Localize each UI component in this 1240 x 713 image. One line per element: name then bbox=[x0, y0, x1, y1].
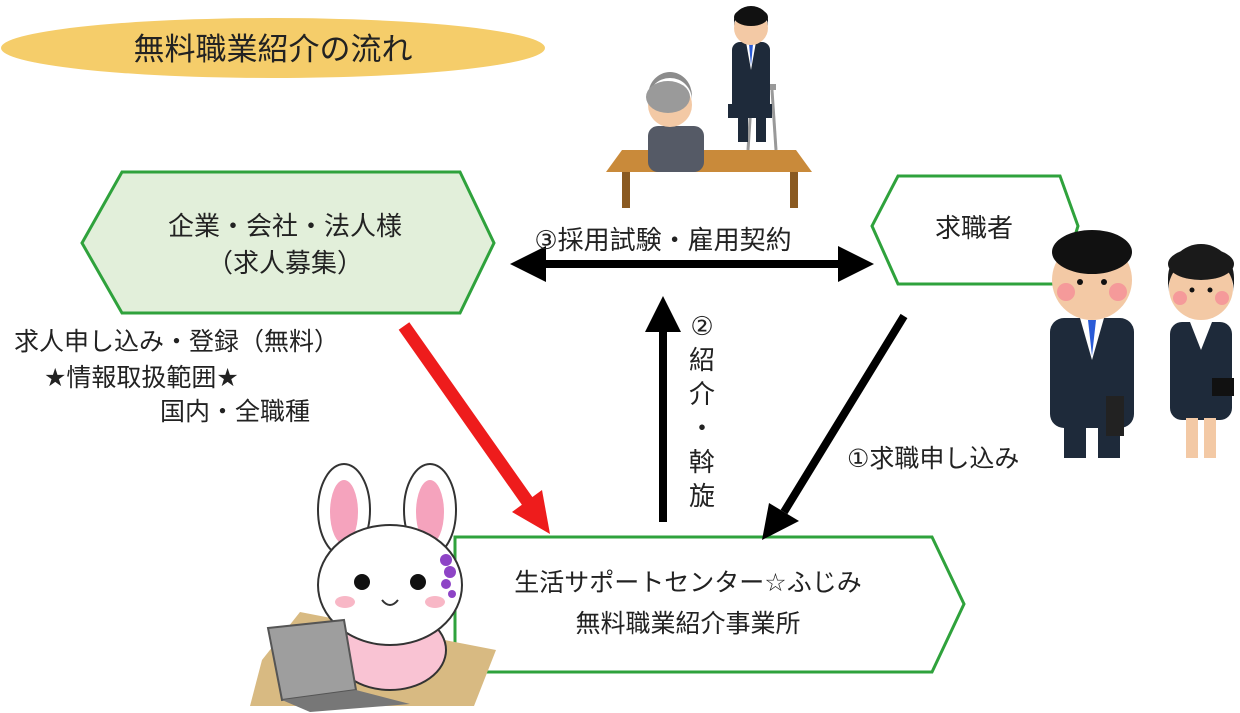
company-note-line3: 国内・全職種 bbox=[160, 397, 310, 426]
step2-label: ② 紹 介 ・ 斡 旋 bbox=[682, 310, 722, 514]
interview-illustration bbox=[606, 6, 812, 208]
step2-char: 旋 bbox=[688, 482, 715, 512]
company-note-line1: 求人申し込み・登録（無料） bbox=[14, 327, 339, 356]
company-note-line2: ★情報取扱範囲★ bbox=[44, 363, 239, 392]
step2-char: ② bbox=[690, 312, 714, 342]
step2-char: ・ bbox=[688, 414, 715, 444]
company-label-line1: 企業・会社・法人様 bbox=[168, 212, 402, 242]
office-label-line1: 生活サポートセンター☆ふじみ bbox=[514, 568, 861, 597]
company-label-line2: （求人募集） bbox=[207, 249, 363, 279]
step1-label: ①求職申し込み bbox=[847, 444, 1019, 473]
job-posting-arrow bbox=[398, 322, 550, 534]
title-banner bbox=[1, 18, 545, 78]
office-label-line2: 無料職業紹介事業所 bbox=[575, 609, 800, 638]
company-box bbox=[80, 170, 496, 315]
application-arrow bbox=[762, 313, 908, 540]
employment-double-arrow bbox=[510, 246, 874, 282]
jobseeker-label: 求職者 bbox=[935, 214, 1013, 244]
jobseekers-illustration bbox=[1050, 230, 1234, 458]
step2-char: 介 bbox=[688, 380, 715, 410]
introduction-arrow bbox=[645, 296, 681, 522]
step2-char: 紹 bbox=[688, 346, 715, 376]
step3-label: ③採用試験・雇用契約 bbox=[534, 226, 791, 256]
page-title: 無料職業紹介の流れ bbox=[134, 32, 413, 68]
step2-char: 斡 bbox=[688, 448, 715, 478]
office-box bbox=[453, 535, 966, 674]
mascot-illustration bbox=[250, 463, 496, 712]
